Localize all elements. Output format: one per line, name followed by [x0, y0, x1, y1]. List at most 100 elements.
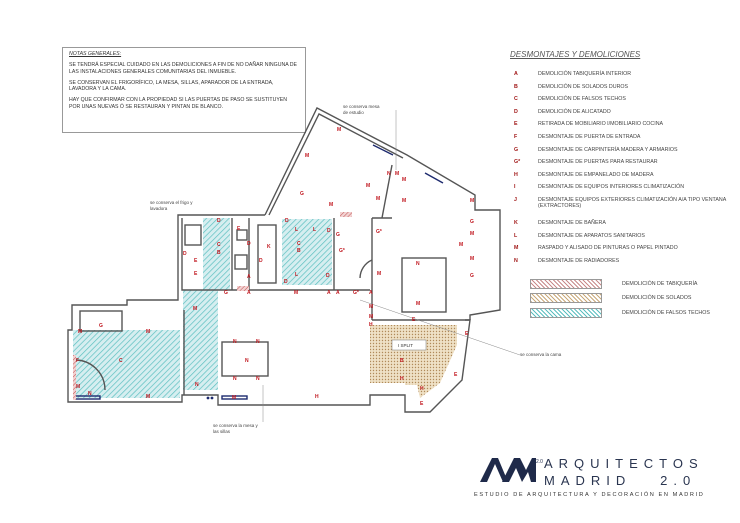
legend-text: DESMONTAJE DE APARATOS SANITARIOS — [538, 232, 645, 239]
annotation-table: se conserva la mesa y las sillas — [213, 423, 258, 434]
legend-key: E — [514, 121, 518, 128]
plan-label-m: M — [376, 196, 380, 202]
plan-label-g: G — [336, 232, 340, 238]
legend-swatch-item: DEMOLICIÓN DE FALSOS TECHOS — [530, 305, 730, 320]
legend-key: C — [514, 96, 518, 103]
plan-label-d: D — [327, 228, 331, 234]
plan-label-d: D — [183, 251, 187, 257]
legend-swatch-item: DEMOLICIÓN DE TABIQUERÍA — [530, 276, 730, 291]
plan-label-m: M — [402, 177, 406, 183]
plan-label-c: C — [119, 358, 123, 364]
hatch-swatch — [530, 293, 602, 304]
legend-text: DESMONTAJE DE PUERTA DE ENTRADA — [538, 133, 641, 140]
legend-text: DESMONTAJE DE EQUIPOS INTERIORES CLIMATI… — [538, 184, 685, 191]
swatch-text: DEMOLICIÓN DE TABIQUERÍA — [622, 280, 698, 287]
plan-label-l: L — [295, 227, 298, 233]
plan-label-m: M — [459, 242, 463, 248]
plan-label-m: M — [146, 394, 150, 400]
plan-label-e: E — [420, 401, 424, 407]
legend-key: G* — [514, 159, 521, 166]
plan-label-e: E — [194, 258, 198, 264]
plan-label-g-star: G* — [376, 229, 382, 235]
legend-key: J — [514, 196, 517, 203]
legend-text: DESMONTAJE DE RADIADORES — [538, 257, 620, 264]
plan-label-m: M — [470, 256, 474, 262]
walls — [67, 107, 501, 413]
general-notes: NOTAS GENERALES: SE TENDRÁ ESPECIAL CUID… — [62, 47, 306, 133]
plan-label-d: D — [326, 273, 330, 279]
annotation-bed: se conserva la cama — [520, 352, 562, 357]
plan-label-d: D — [285, 218, 289, 224]
hatch-swatch — [530, 278, 602, 289]
legend-key: G — [514, 146, 519, 153]
ceiling-demolition-areas — [73, 218, 332, 398]
logo-tagline: ESTUDIO DE ARQUITECTURA Y DECORACIÓN EN … — [474, 492, 705, 498]
plan-label-h: H — [315, 394, 319, 400]
plan-label-f: F — [76, 358, 79, 364]
plan-label-a: A — [327, 290, 331, 296]
plan-label-g: G — [470, 273, 474, 279]
notes-title: NOTAS GENERALES: — [69, 51, 122, 57]
plan-label-m: M — [76, 384, 80, 390]
legend-text: DESMONTAJE DE CARPINTERÍA MADERA Y ARMAR… — [538, 146, 678, 153]
legend-item: N DESMONTAJE DE RADIADORES — [510, 258, 730, 271]
legend-key: F — [514, 133, 518, 140]
legend-key: K — [514, 219, 518, 226]
plan-label-c: C — [297, 241, 301, 247]
plan-label-e: E — [454, 372, 458, 378]
legend-key: N — [514, 257, 518, 264]
plan-label-b: B — [400, 358, 404, 364]
legend-title: DESMONTAJES Y DEMOLICIONES — [510, 50, 641, 59]
plan-label-n: N — [88, 391, 92, 397]
plan-label-d: D — [217, 218, 221, 224]
plan-label-m: M — [395, 171, 399, 177]
plan-label-e: E — [465, 331, 469, 337]
note-1: SE TENDRÁ ESPECIAL CUIDADO EN LAS DEMOLI… — [69, 62, 298, 75]
logo-mark-icon: 2.0 — [480, 458, 543, 482]
legend-text: DESMONTAJE EQUIPOS EXTERIORES CLIMATIZAC… — [538, 196, 726, 209]
plan-label-n: N — [256, 339, 260, 345]
plan-label-m: M — [470, 198, 474, 204]
legend-key: D — [514, 108, 518, 115]
split-unit — [391, 339, 427, 351]
plan-label-m: M — [329, 202, 333, 208]
split-label: I SPLIT — [398, 343, 413, 348]
annotation-desk: se conserva mesa de estudio — [343, 104, 380, 115]
legend-text: RETIRADA DE MOBILIARIO I/MOBILIARIO COCI… — [538, 121, 664, 128]
plan-label-n: N — [416, 261, 420, 267]
plan-label-g: G — [470, 219, 474, 225]
legend-item: G DESMONTAJE DE CARPINTERÍA MADERA Y ARMA… — [510, 147, 730, 160]
plan-label-n: N — [256, 376, 260, 382]
legend-key: L — [514, 232, 518, 239]
plan-label-a: A — [247, 274, 251, 280]
plan-label-g: G — [224, 290, 228, 296]
legend-item: G*DESMONTAJE DE PUERTAS PARA RESTAURAR — [510, 159, 730, 172]
radiators — [74, 144, 444, 400]
legend-key: A — [514, 71, 518, 77]
plan-label-m: M — [402, 198, 406, 204]
floor-demolition-area — [370, 325, 457, 398]
plan-label-g-star: G* — [339, 248, 345, 254]
plan-label-m: M — [78, 329, 82, 335]
plan-label-k: K — [267, 244, 271, 250]
plan-label-e: E — [237, 226, 241, 232]
legend-text: DESMONTAJE DE EMPANELADO DE MADERA — [538, 171, 654, 178]
legend-key: M — [514, 245, 519, 252]
legend-key: H — [514, 171, 518, 178]
legend-item: E RETIRADA DE MOBILIARIO I/MOBILIARIO COC… — [510, 121, 730, 134]
plan-label-m: M — [193, 306, 197, 312]
plan-label-a: A — [369, 290, 373, 296]
swatch-text: DEMOLICIÓN DE FALSOS TECHOS — [622, 309, 710, 316]
note-3: HAY QUE CONFIRMAR CON LA PROPIEDAD SI LA… — [69, 97, 288, 110]
plan-label-m: M — [305, 153, 309, 159]
plan-label-m: M — [366, 183, 370, 189]
legend-text: DEMOLICIÓN DE SOLADOS DUROS — [538, 83, 629, 90]
plan-label-d: D — [284, 279, 288, 285]
legend-item: J DESMONTAJE EQUIPOS EXTERIORES CLIMATIZA… — [510, 197, 730, 220]
